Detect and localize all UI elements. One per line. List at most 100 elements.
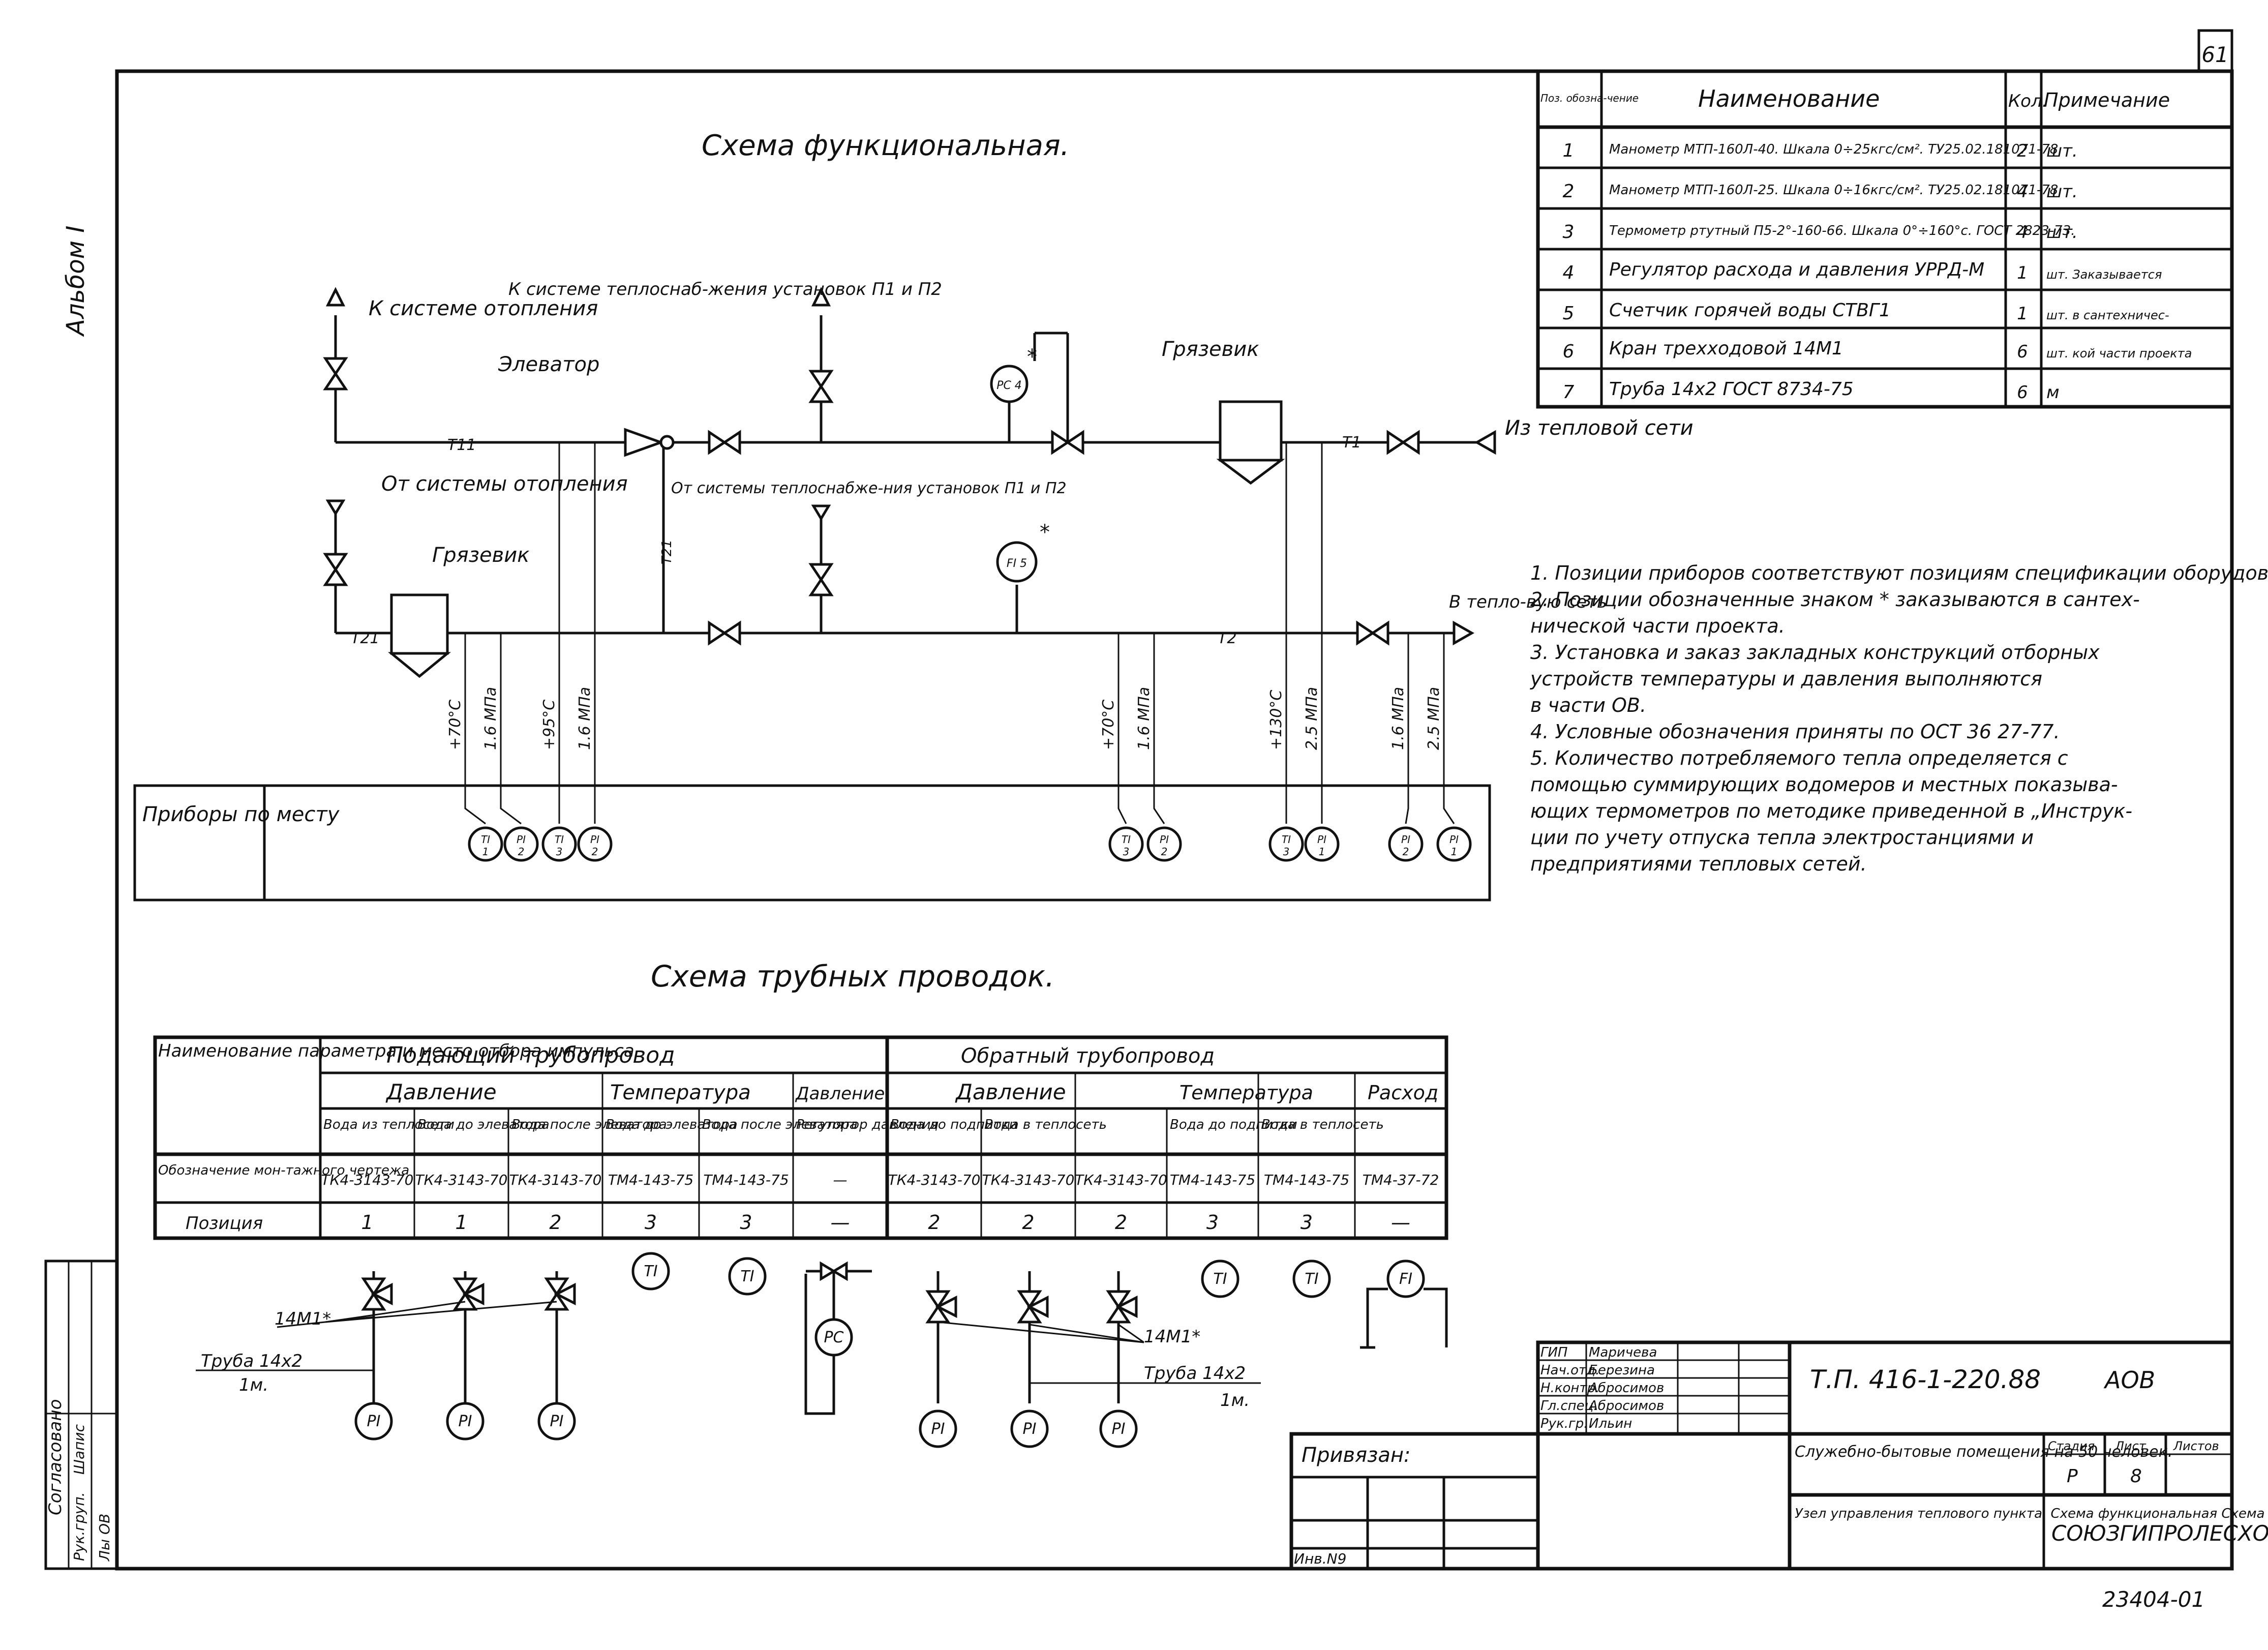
pipe-table-temperature2: Температура — [1180, 1082, 1313, 1104]
from-network-arrow — [1474, 430, 1496, 455]
label-t21: Т21 — [351, 629, 380, 647]
flow-frame — [1366, 1287, 1388, 1347]
tap-label: +130°С — [1267, 690, 1285, 750]
pipe-table-subcol: Вода после элеватора — [511, 1117, 667, 1132]
local-instrument-tag: TI — [1282, 833, 1291, 846]
pipe-table-mount: ТМ4-143-75 — [703, 1172, 789, 1188]
spec-row-pos: 5 — [1563, 303, 1575, 324]
pressure-gauge-tag: PI — [459, 1413, 472, 1430]
stage-value: Р — [2067, 1466, 2078, 1487]
valve-symbol — [1386, 430, 1420, 455]
inv-label: Инв.N9 — [1294, 1550, 1346, 1567]
pipe-table-position: — — [1391, 1211, 1410, 1234]
valve-symbol — [708, 620, 741, 646]
pressure-gauge — [446, 1402, 485, 1441]
impulse-line — [1153, 633, 1165, 824]
thermometer — [1292, 1259, 1331, 1298]
pipe-table-subcol: Вода из теплосети — [323, 1117, 455, 1132]
pipe-table-subcol: Вода в теплосеть — [1261, 1117, 1384, 1132]
pipe-table-mount: ТМ4-143-75 — [1264, 1172, 1349, 1188]
local-instrument-tag: TI — [555, 833, 564, 846]
note-line: в части ОВ. — [1530, 694, 1646, 716]
spec-header-name: Наименование — [1698, 85, 1880, 112]
tap-label: 1.6 МПа — [1135, 687, 1153, 750]
label-mud-2: Грязевик — [1162, 338, 1259, 361]
to-heating-arrow — [325, 287, 346, 307]
tap-label: 2.5 МПа — [1303, 687, 1321, 750]
spec-row-qty: 4 — [2017, 182, 2028, 202]
local-instrument-tag: TI — [1122, 833, 1131, 846]
elevator-nozzle — [659, 435, 675, 450]
pipe-table-mount: ТК4-3143-70 — [415, 1172, 508, 1188]
bound-label: Привязан: — [1302, 1444, 1411, 1467]
pipe-len-right: 1м. — [1220, 1390, 1250, 1411]
pipe-table-pressure2: Давление — [795, 1084, 885, 1104]
valve-symbol — [708, 430, 741, 455]
pipe-table-position: 2 — [549, 1211, 561, 1234]
pipe-table-position: 1 — [361, 1211, 373, 1234]
signature-name: Абросимов — [1588, 1398, 1664, 1414]
signature-name: Ильин — [1589, 1416, 1632, 1431]
spec-row-note: м — [2046, 382, 2060, 403]
pipe-table-position: 1 — [455, 1211, 467, 1234]
local-instrument-tag: PI — [590, 833, 599, 846]
local-instrument — [577, 826, 613, 862]
spec-row-qty: 6 — [2017, 382, 2028, 403]
spec-row-qty: 2 — [2017, 141, 2028, 161]
pipe-table-frame — [153, 1035, 1448, 1240]
drawing-name: Узел управления теплового пункта. Схема … — [1795, 1506, 2268, 1521]
flow-meter-tag: FI — [1399, 1270, 1412, 1288]
spec-row-name: Регулятор расхода и давления УРРД-М — [1609, 259, 1984, 280]
album-label: Альбом I — [62, 226, 90, 337]
thermometer-tag: TI — [740, 1268, 754, 1285]
approval-strip: Согласовано Рук.груп. Шапис Лы ОВ — [44, 1259, 118, 1570]
to-vent-arrow — [811, 287, 831, 307]
local-instrument-num: 1 — [1451, 846, 1458, 858]
three-way-valve-side — [1115, 1295, 1138, 1318]
pipe-table-mount: ТМ4-143-75 — [608, 1172, 693, 1188]
pipe-table-subcol: Вода до подпитки — [890, 1117, 1018, 1132]
object-name: Служебно-бытовые помещения на 50 человек… — [1795, 1443, 2172, 1461]
pipe-table-position: 3 — [1301, 1211, 1313, 1234]
pipe-len-left: 1м. — [239, 1375, 268, 1395]
thermometer — [631, 1252, 670, 1291]
pipe-table-return: Обратный трубопровод — [961, 1044, 1215, 1068]
valve-symbol — [323, 553, 348, 586]
spec-row-pos: 6 — [1563, 341, 1575, 362]
tap-label: +95°С — [540, 700, 558, 750]
pipe-table-mount: ТК4-3143-70 — [321, 1172, 414, 1188]
pipe-label-left: Труба 14х2 — [201, 1351, 303, 1371]
pipe-table-subcol: Вода после элеватора — [702, 1117, 858, 1132]
pipe-table-pos-label: Позиция — [186, 1213, 263, 1234]
pipe-table-supply: Подающий трубопровод — [386, 1042, 675, 1068]
local-instrument-num: 1 — [1319, 846, 1325, 858]
spec-row-qty: 6 — [2017, 342, 2028, 362]
pipe-table-subcol: Вода до элеватора — [417, 1117, 550, 1132]
label-from-vent: От системы теплоснабже-ния установок П1 … — [671, 479, 1067, 497]
local-instrument-num: 2 — [1403, 846, 1409, 858]
approval-r2: Лы ОВ — [96, 1514, 113, 1562]
valve-symbol — [808, 370, 834, 403]
impulse-line — [464, 633, 486, 825]
spec-row-note: шт. — [2046, 182, 2078, 202]
spec-header-pos: Поз. обозна-чение — [1540, 92, 1639, 104]
pipe-table-subcol: Вода до подпитки — [1170, 1117, 1297, 1132]
pipe-scheme-title: Схема трубных проводок. — [651, 959, 1054, 994]
thermometer — [728, 1257, 767, 1296]
impulse-line — [500, 633, 522, 825]
leader-left — [325, 1301, 557, 1323]
spec-row-name: Кран трехходовой 14М1 — [1609, 338, 1843, 359]
note-line: ничеcкой части проекта. — [1530, 615, 1785, 637]
signature-role: Нач.отд. — [1540, 1363, 1599, 1378]
local-instrument — [541, 826, 577, 862]
instrument-fi5 — [996, 541, 1038, 583]
stage-label: Стадия — [2048, 1439, 2095, 1453]
impulse-line — [1405, 633, 1409, 824]
local-instrument — [503, 826, 539, 862]
valve-symbol — [323, 357, 348, 391]
label-mud-1: Грязевик — [432, 544, 529, 567]
spec-row-note: шт. в сантехничес- — [2046, 308, 2169, 322]
pipe-table-subcol: Вода до элеватора — [606, 1117, 738, 1132]
